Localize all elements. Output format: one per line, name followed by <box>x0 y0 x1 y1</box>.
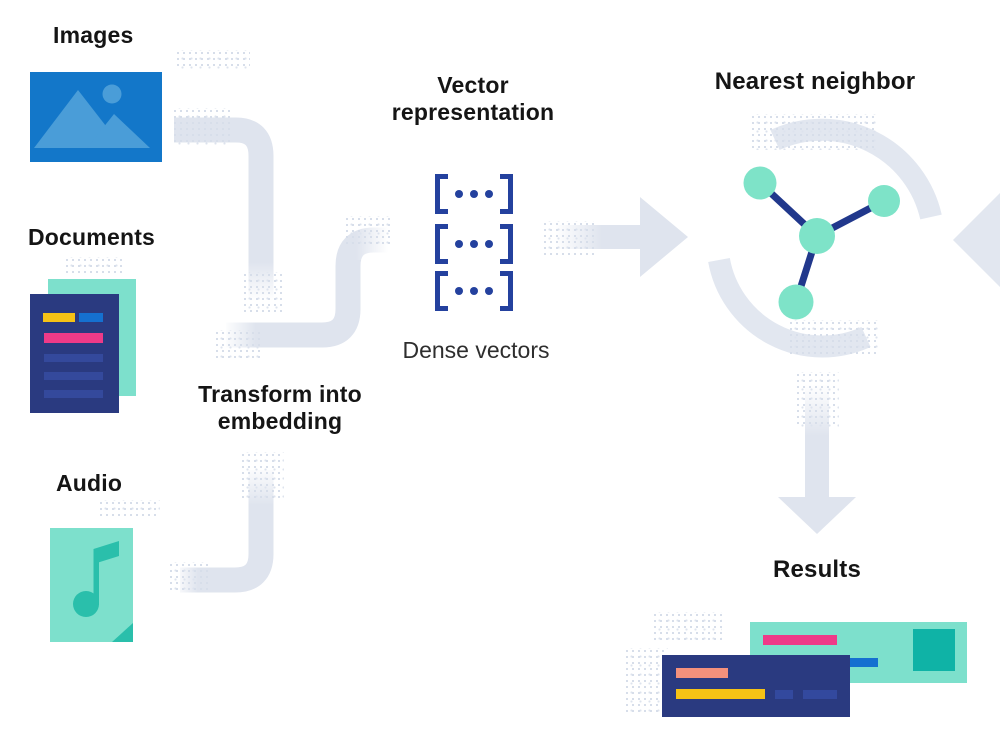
mountains-sun-glyph <box>34 84 150 148</box>
doc-line-yellow <box>43 313 75 322</box>
result-thumbnail-square <box>913 629 955 671</box>
audio-connector-pipe <box>180 470 274 593</box>
result-line-pink <box>763 635 837 645</box>
vector-title-line2: representation <box>391 99 555 125</box>
bracket-left <box>435 174 448 214</box>
vector-dots <box>455 287 493 295</box>
images-connector-pipe <box>174 117 274 302</box>
doc-line <box>44 372 103 380</box>
dense-vector-row <box>435 271 513 311</box>
result-line-blue <box>825 658 878 667</box>
bracket-right <box>500 174 513 214</box>
documents-label: Documents <box>28 224 156 250</box>
graph-node <box>743 166 777 200</box>
bracket-right <box>500 224 513 264</box>
dense-vector-row <box>435 224 513 264</box>
graph-node <box>778 284 814 320</box>
bracket-left <box>435 224 448 264</box>
results-label: Results <box>772 556 862 583</box>
transform-label-line1: Transform into <box>198 381 362 407</box>
nearest-neighbor-graph-icon <box>743 166 900 320</box>
doc-line <box>44 354 103 362</box>
vector-title-line1: Vector <box>437 72 509 98</box>
vector-dots <box>455 190 493 198</box>
transform-label-line2: embedding <box>217 408 343 434</box>
doc-line-blue <box>79 313 103 322</box>
page-fold <box>112 623 133 642</box>
result-line-salmon <box>676 668 728 678</box>
bracket-left <box>435 271 448 311</box>
documents-icon <box>30 294 119 413</box>
left-arrowhead-icon <box>953 193 1000 287</box>
result-line-small <box>775 690 793 699</box>
hub-arc-top <box>770 118 942 220</box>
images-label: Images <box>53 22 134 48</box>
graph-node <box>868 185 900 217</box>
vector-title: Vector representation <box>373 72 573 126</box>
right-arrow-icon <box>556 197 688 277</box>
vector-dots <box>455 240 493 248</box>
graph-node-center <box>799 218 835 254</box>
result-line-yellow <box>676 689 765 699</box>
down-arrow-icon <box>778 378 856 534</box>
nearest-neighbor-label: Nearest neighbor <box>714 68 916 95</box>
dense-vectors-caption: Dense vectors <box>402 337 550 363</box>
bracket-right <box>500 271 513 311</box>
doc-line <box>44 390 103 398</box>
dense-vector-row <box>435 174 513 214</box>
audio-label: Audio <box>56 470 123 496</box>
audio-icon <box>50 528 133 642</box>
result-card-navy <box>662 655 850 717</box>
transform-label: Transform into embedding <box>190 381 370 435</box>
music-note-icon <box>73 541 119 617</box>
result-line-small <box>803 690 837 699</box>
doc-line-pink <box>44 333 103 343</box>
music-note-file-glyph <box>50 528 133 642</box>
images-icon <box>30 72 162 162</box>
